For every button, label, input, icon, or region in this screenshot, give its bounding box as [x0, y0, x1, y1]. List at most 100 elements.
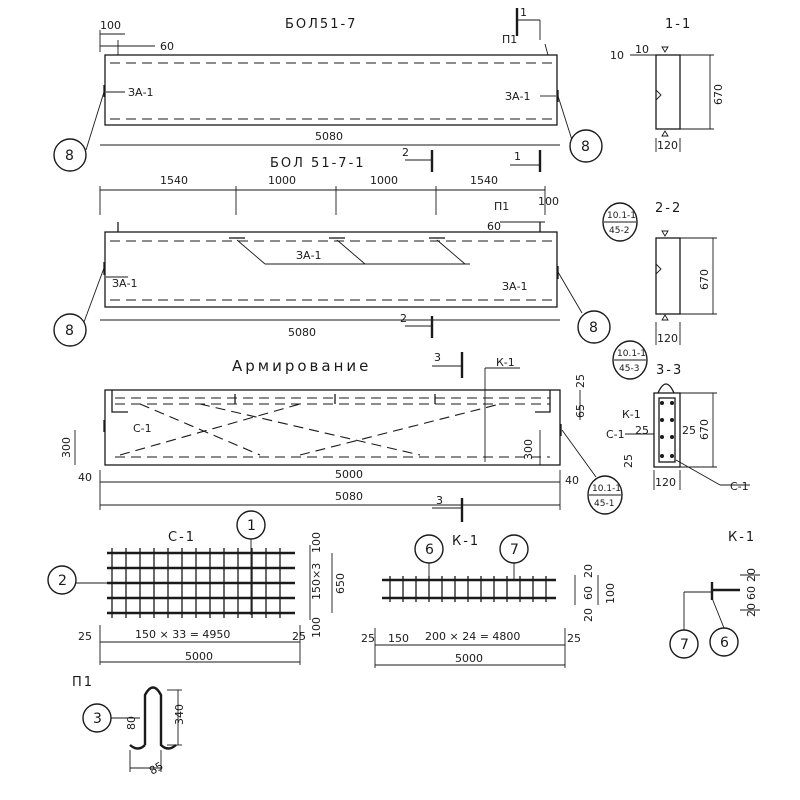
- beam2-length: 5080: [288, 326, 316, 339]
- k1s-dim-60: 60: [745, 586, 758, 600]
- s33-dim-25c: 25: [622, 454, 635, 468]
- reinf-diag: [299, 403, 501, 456]
- beam2-detail-left: ЗА-1: [112, 277, 138, 290]
- beam2-seg-3: 1000: [370, 174, 398, 187]
- reinf-length-outer: 5080: [335, 490, 363, 503]
- s22-width: 120: [657, 332, 678, 345]
- reinf-loop-left: [111, 390, 128, 413]
- frame-title: К-1: [452, 534, 480, 549]
- section-1-1: 1-1 10 10 670 120: [610, 17, 725, 152]
- mesh-dim-100b: 100: [310, 617, 323, 638]
- beam2-seg-1: 1540: [160, 174, 188, 187]
- s33-bar: [670, 454, 674, 458]
- reinf-ref-leader: [561, 429, 597, 478]
- section-3-3: 10.1-1 45-3 3-3 К-1 С-1 25 25 25 670 120…: [606, 340, 750, 493]
- frame-k1: К-1 6 7 20 60 100 20 25 150 200 × 24 = 4…: [361, 534, 617, 668]
- frame-stirrups: [389, 576, 547, 602]
- reinf-diag: [139, 403, 261, 456]
- beam2-callout-right: 8: [589, 320, 598, 336]
- k1s-callout-7: [669, 629, 699, 659]
- beam1-callout-right: 8: [581, 139, 590, 155]
- beam1-length: 5080: [315, 130, 343, 143]
- reinf-ref-bottom: 45-1: [594, 499, 614, 509]
- s33-bar: [670, 401, 674, 405]
- s22-height: 670: [698, 269, 711, 290]
- beam1-title: БОЛ51-7: [285, 17, 357, 32]
- p1-title: П1: [72, 675, 94, 690]
- frame-dim-middle: 200 × 24 = 4800: [425, 630, 520, 643]
- mesh-dim-150x3: 150×3: [310, 563, 323, 600]
- beam2-mark-p: П1: [494, 200, 509, 213]
- callout-leader-l: [83, 267, 105, 323]
- s11-dim-10b: 10: [610, 49, 624, 62]
- s22-bottom-mark: [661, 314, 669, 321]
- mesh-title: С-1: [168, 530, 196, 545]
- beam1-section-label: 1: [520, 6, 527, 19]
- s11-width: 120: [657, 139, 678, 152]
- k1-section: К-1 20 60 20 7 6: [669, 530, 760, 659]
- s33-bar: [660, 418, 664, 422]
- reinf-title: Армирование: [232, 357, 371, 375]
- s11-title: 1-1: [665, 17, 692, 32]
- s33-bar: [660, 435, 664, 439]
- p1-dim-80: 80: [125, 716, 138, 730]
- beam2-emb-leader: [236, 239, 266, 265]
- s33-dim-25b: 25: [682, 424, 696, 437]
- beam2-section-a: 2: [402, 146, 409, 159]
- reinf-k-label: К-1: [496, 356, 515, 369]
- beam2-section-bottom: 2: [400, 312, 407, 325]
- mesh-callout-1-text: 1: [247, 518, 256, 534]
- callout-circle: [569, 129, 603, 163]
- s33-title: 3-3: [656, 363, 683, 378]
- beam1-detail-right: ЗА-1: [505, 90, 531, 103]
- mesh-dim-650: 650: [334, 573, 347, 594]
- mesh-dim-25a: 25: [78, 630, 92, 643]
- beam1-mark-p: П1: [502, 33, 517, 46]
- k1s-title: К-1: [728, 530, 756, 545]
- p1-dim-85: 85: [147, 759, 166, 777]
- mesh-transverse-bars: [111, 548, 281, 618]
- beam2-dim-60: 60: [487, 220, 501, 233]
- beam-bol51-7-1: БОЛ 51-7-1 2 1 1540 1000 1000 1540 П1 10…: [53, 146, 611, 347]
- s33-c-label-left: С-1: [606, 428, 625, 441]
- reinf-diag: [199, 403, 421, 456]
- beam2-callout-left: 8: [65, 323, 74, 339]
- s33-width: 120: [655, 476, 676, 489]
- s22-top-mark: [661, 230, 669, 237]
- p1-dim-340: 340: [173, 704, 186, 725]
- beam2-title: БОЛ 51-7-1: [270, 156, 366, 171]
- s11-outline: [655, 54, 681, 130]
- reinf-dim-300-right: 300: [522, 439, 535, 460]
- k1s-dim-20b: 20: [745, 603, 758, 617]
- s22-title: 2-2: [655, 201, 682, 216]
- frame-dim-total: 5000: [455, 652, 483, 665]
- s33-k-label: К-1: [622, 408, 641, 421]
- reinf-outline: [104, 389, 561, 466]
- s33-bar: [660, 454, 664, 458]
- s33-height: 670: [698, 419, 711, 440]
- s33-frame: [658, 397, 676, 463]
- reinf-dim-65: 65: [574, 404, 587, 418]
- s22-outline: [655, 237, 681, 315]
- frame-dim-25a: 25: [361, 632, 375, 645]
- reinf-dim-300-left: 300: [60, 437, 73, 458]
- s11-side-mark: [655, 88, 662, 102]
- beam2-dim-100: 100: [538, 195, 559, 208]
- s33-bar: [670, 435, 674, 439]
- mesh-dim-middle: 150 × 33 = 4950: [135, 628, 230, 641]
- s11-bottom-mark: [661, 130, 669, 137]
- k1s-dim-20a: 20: [745, 568, 758, 582]
- beam2-detail-right: ЗА-1: [502, 280, 528, 293]
- s33-bar: [660, 401, 664, 405]
- beam2-emb-leader: [436, 239, 466, 265]
- s33-c-leader-right: [675, 459, 721, 486]
- section-2-2: 10.1-1 45-2 2-2 670 120: [602, 201, 717, 345]
- callout-circle: [53, 313, 87, 347]
- k1s-leader3: [711, 597, 725, 629]
- mesh-dim-100a: 100: [310, 532, 323, 553]
- callout-leader-r: [557, 271, 583, 314]
- p1-leader: [544, 43, 549, 56]
- mesh-dim-total: 5000: [185, 650, 213, 663]
